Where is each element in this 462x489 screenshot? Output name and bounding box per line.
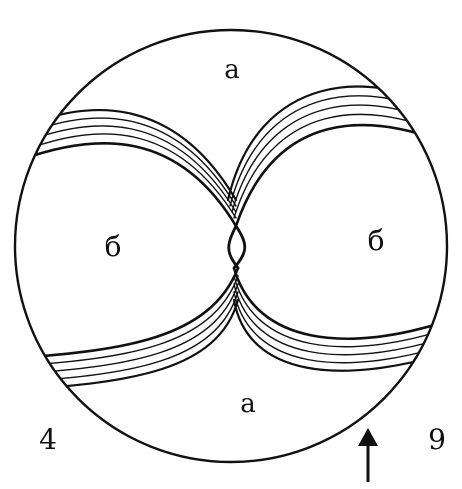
region-label-top: а bbox=[224, 55, 240, 85]
upper-right-band bbox=[228, 87, 444, 226]
lower-left-band bbox=[20, 268, 238, 390]
corner-label-right: 9 bbox=[428, 423, 446, 456]
lower-right-band bbox=[234, 268, 444, 371]
lobe-boundaries bbox=[229, 226, 245, 268]
up-arrow-icon bbox=[358, 428, 378, 482]
region-label-right: б bbox=[368, 224, 385, 257]
upper-left-band bbox=[20, 110, 236, 226]
region-label-left: б bbox=[105, 230, 122, 263]
corner-label-left: 4 bbox=[39, 423, 57, 456]
region-label-bottom: а bbox=[240, 389, 256, 419]
